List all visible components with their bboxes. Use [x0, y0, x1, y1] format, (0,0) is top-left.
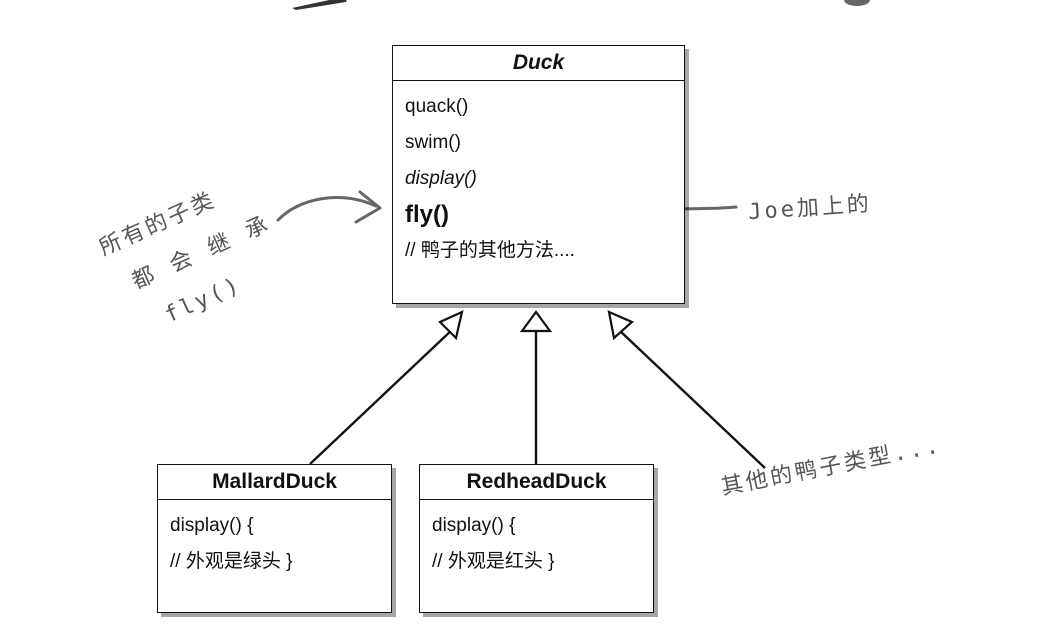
- inherit-arrowhead-right: [607, 310, 635, 341]
- redhead-display-line: display() {: [432, 515, 516, 536]
- inherit-arrowhead-left: [438, 310, 464, 341]
- pencil-sketch-mark: [292, 0, 347, 10]
- mallard-method-list: display() { // 外观是绿头 }: [158, 500, 391, 588]
- redhead-duck-title: RedheadDuck: [420, 465, 653, 500]
- method-other-comment: // 鸭子的其他方法....: [405, 240, 575, 261]
- method-swim: swim(): [405, 132, 461, 153]
- redhead-comment-line: // 外观是红头 }: [432, 551, 555, 572]
- duck-method-list: quack() swim() display() fly() // 鸭子的其他方…: [393, 81, 684, 277]
- note-arrow-left-head: [354, 190, 382, 224]
- mallard-duck-title: MallardDuck: [158, 465, 391, 500]
- duck-class-box: Duck quack() swim() display() fly() // 鸭…: [392, 45, 685, 304]
- method-quack: quack(): [405, 96, 469, 117]
- mallard-duck-class-box: MallardDuck display() { // 外观是绿头 }: [157, 464, 392, 613]
- redhead-method-list: display() { // 外观是红头 }: [420, 500, 653, 588]
- method-fly: fly(): [405, 201, 449, 228]
- note-arrow-left: [276, 196, 378, 222]
- method-display: display(): [405, 168, 477, 189]
- inherit-line-other: [618, 329, 766, 469]
- mallard-comment-line: // 外观是绿头 }: [170, 551, 293, 572]
- duck-class-title: Duck: [393, 46, 684, 81]
- inherit-arrowhead-center: [519, 310, 553, 333]
- mallard-display-line: display() {: [170, 515, 254, 536]
- pencil-sketch-mark: [844, 0, 870, 6]
- inherit-line-mallard: [309, 327, 455, 465]
- redhead-duck-class-box: RedheadDuck display() { // 外观是红头 }: [419, 464, 654, 613]
